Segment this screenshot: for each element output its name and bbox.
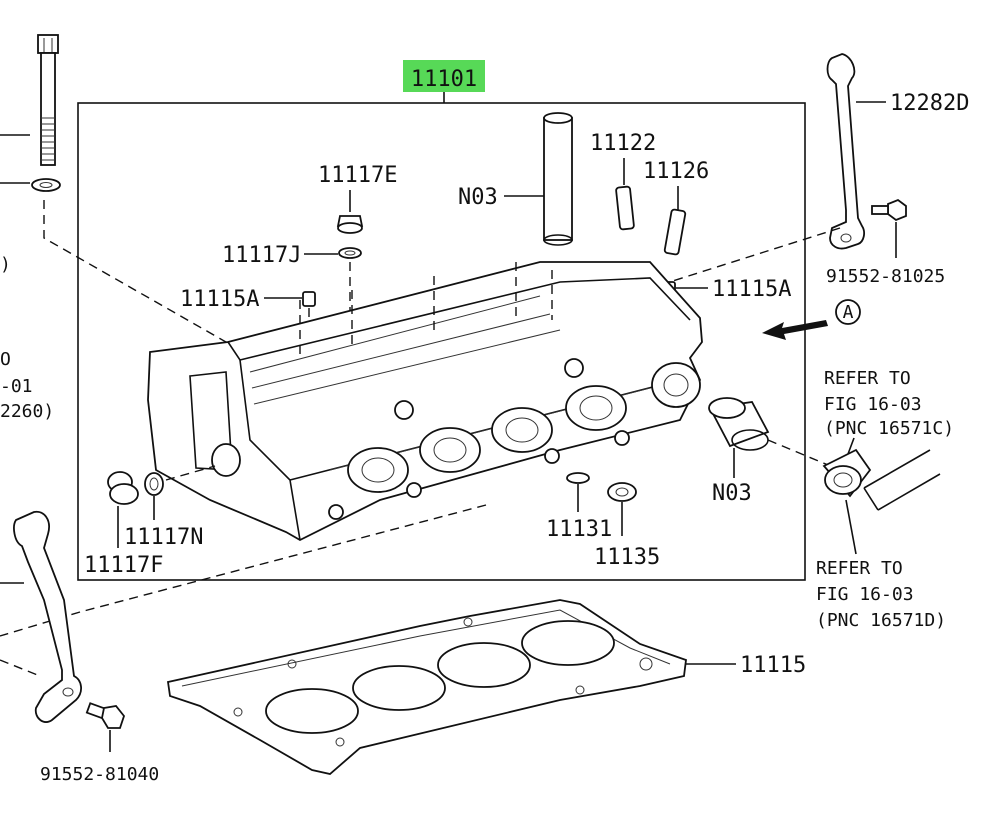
refer-lower-line1: REFER TO — [816, 558, 903, 579]
label-N03-top[interactable]: N03 — [458, 185, 498, 210]
left-cut-line3: 2260) — [0, 401, 54, 422]
refer-lower-line3[interactable]: (PNC 16571D) — [816, 610, 946, 631]
label-11126[interactable]: 11126 — [643, 159, 709, 184]
label-11117J[interactable]: 11117J — [222, 243, 301, 268]
left-cut-line2: -01 — [0, 376, 33, 397]
head-bolt — [0, 34, 61, 192]
pin-11115A-left — [302, 291, 316, 307]
label-11115[interactable]: 11115 — [740, 653, 806, 678]
label-11115A-left[interactable]: 11115A — [180, 287, 259, 312]
gasket-11131 — [566, 472, 590, 484]
label-11117N[interactable]: 11117N — [124, 525, 203, 550]
label-11117F[interactable]: 11117F — [84, 553, 163, 578]
main-part-highlight — [403, 60, 485, 92]
label-12282D[interactable]: 12282D — [890, 91, 969, 116]
dowel-sleeve-bottom — [708, 397, 770, 451]
left-cut-line1: O — [0, 349, 11, 370]
cylinder-head — [147, 261, 703, 542]
valve-guide-bushing-2 — [663, 208, 687, 256]
left-cut-mark: ) — [0, 254, 11, 275]
engine-hanger-bracket-lower — [13, 510, 82, 723]
dowel-sleeve-top — [543, 112, 573, 246]
plug-side-dashed-guide — [165, 465, 216, 481]
label-11115A-right[interactable]: 11115A — [712, 277, 791, 302]
plug-11117E — [336, 215, 364, 234]
label-N03-bottom[interactable]: N03 — [712, 481, 752, 506]
label-11122[interactable]: 11122 — [590, 131, 656, 156]
oil-filter-fitting — [822, 448, 941, 511]
label-91552-81025[interactable]: 91552-81025 — [826, 266, 945, 287]
engine-hanger-bracket-upper — [826, 53, 865, 250]
label-11101[interactable]: 11101 — [411, 67, 477, 92]
gasket-dashed-guide — [79, 504, 487, 613]
assembly-frame — [77, 102, 806, 581]
refer-upper-line1: REFER TO — [824, 368, 911, 389]
view-marker-circle[interactable] — [835, 299, 861, 325]
refer-upper-line3[interactable]: (PNC 16571C) — [824, 418, 954, 439]
refer-upper-line2: FIG 16-03 — [824, 394, 922, 415]
bracket-bolt-upper — [871, 198, 907, 222]
bolt-dashed-guide — [43, 200, 241, 351]
gasket-11117N — [144, 472, 164, 496]
label-91552-81040[interactable]: 91552-81040 — [40, 764, 159, 785]
bracket-dashed-guide — [659, 227, 841, 286]
refer-lower-line2: FIG 16-03 — [816, 584, 914, 605]
cylinder-head-gasket — [166, 599, 687, 775]
label-11135[interactable]: 11135 — [594, 545, 660, 570]
bracket-bolt-lower — [85, 702, 126, 729]
view-arrow — [762, 320, 828, 340]
view-marker-label: A — [843, 302, 854, 323]
valve-guide-bushing — [615, 185, 635, 231]
label-11131[interactable]: 11131 — [546, 517, 612, 542]
gasket-11117J — [338, 247, 362, 259]
plug-11117F — [107, 471, 139, 505]
gasket-11135 — [607, 482, 637, 502]
label-11117E[interactable]: 11117E — [318, 163, 397, 188]
